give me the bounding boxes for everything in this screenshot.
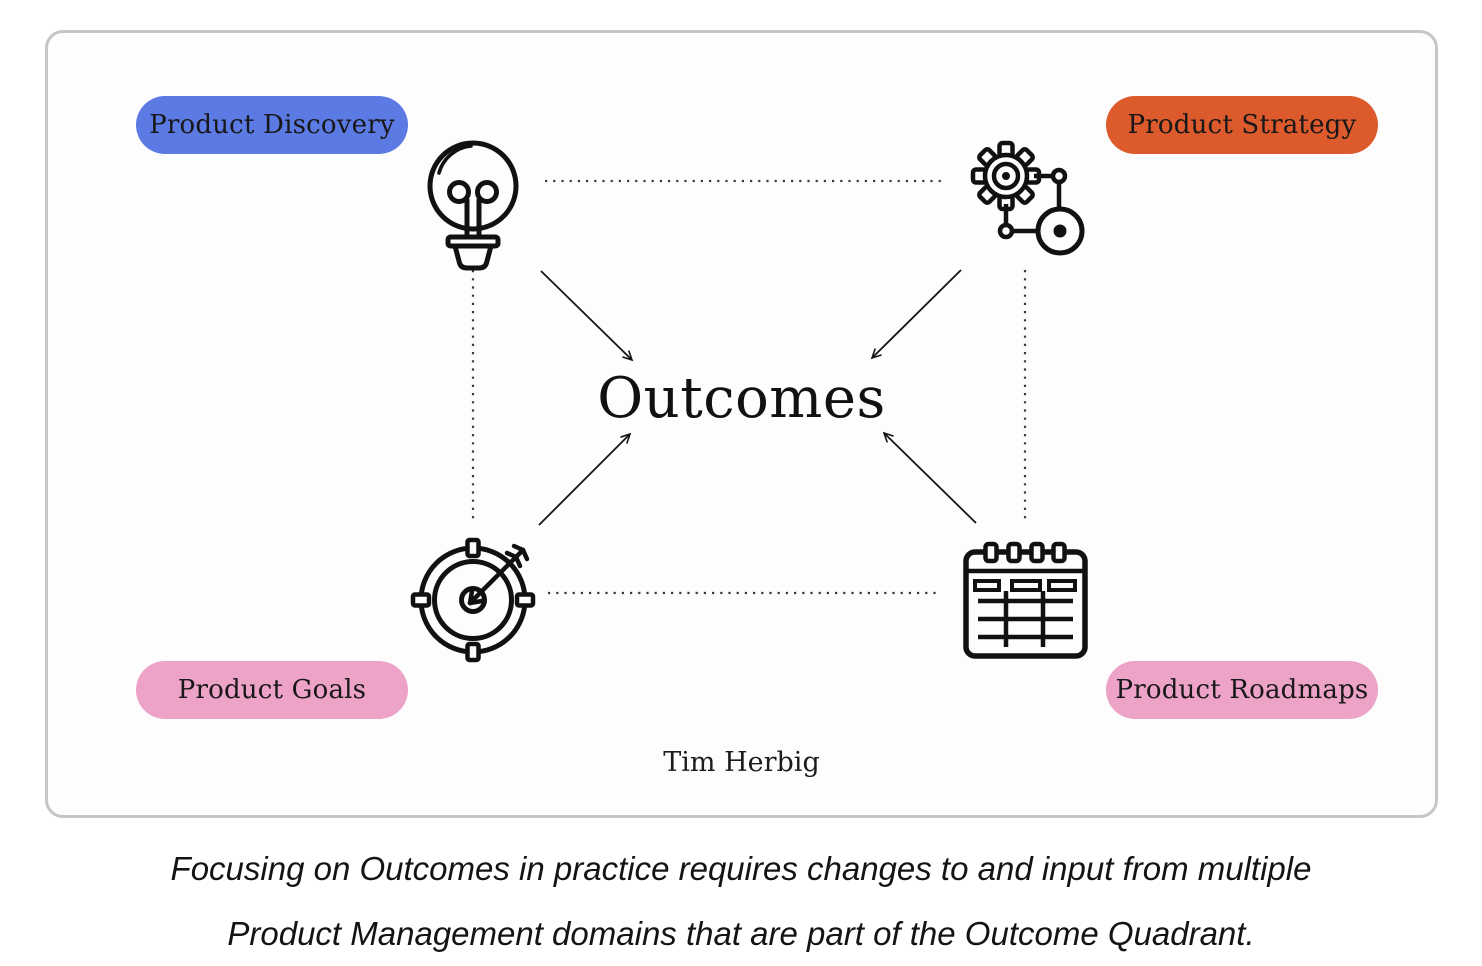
dotted-connectors [471, 179, 1027, 595]
product-roadmaps-badge: Product Roadmaps [1106, 661, 1378, 719]
product-discovery-badge: Product Discovery [136, 96, 408, 154]
figure-caption: Focusing on Outcomes in practice require… [0, 836, 1482, 966]
product-goals-badge: Product Goals [136, 661, 408, 719]
gear-network-icon [970, 140, 1085, 256]
arrow-discovery-to-outcomes [540, 270, 632, 360]
arrow-goals-to-outcomes [538, 434, 630, 526]
product-roadmaps-label: Product Roadmaps [1115, 675, 1369, 705]
arrow-roadmaps-to-outcomes [884, 433, 977, 524]
target-arrow-icon [410, 537, 536, 663]
author-credit: Tim Herbig [663, 747, 820, 778]
outcome-quadrant-card: Product Discovery Product Strategy Produ… [45, 30, 1438, 818]
center-arrows [538, 269, 977, 526]
diagram-canvas [410, 140, 1088, 663]
figure-caption-line1: Focusing on Outcomes in practice require… [170, 850, 1312, 887]
roadmap-table-icon [963, 541, 1088, 659]
outcomes-title: Outcomes [597, 366, 886, 431]
product-goals-label: Product Goals [177, 675, 367, 705]
lightbulb-icon [427, 140, 519, 271]
product-discovery-label: Product Discovery [149, 110, 395, 140]
product-strategy-badge: Product Strategy [1106, 96, 1378, 154]
arrow-strategy-to-outcomes [872, 269, 962, 358]
product-strategy-label: Product Strategy [1127, 110, 1357, 140]
figure-caption-line2: Product Management domains that are part… [227, 915, 1255, 952]
